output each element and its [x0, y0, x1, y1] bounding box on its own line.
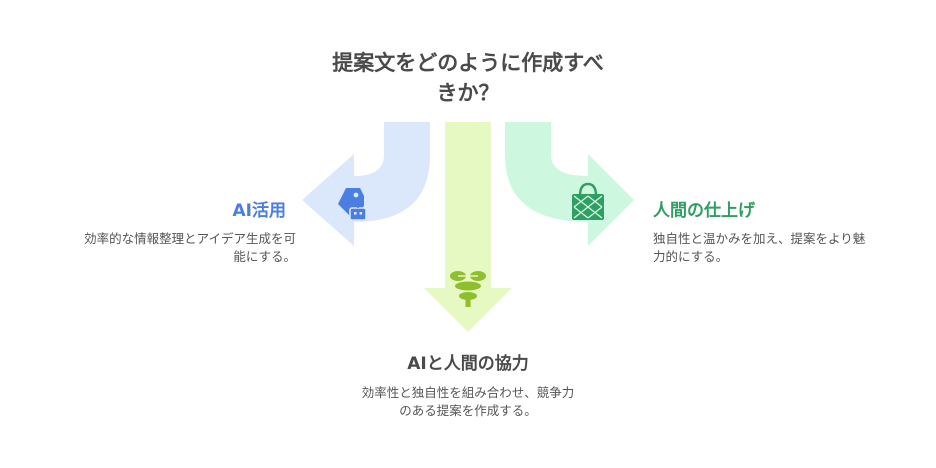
human-finish-heading: 人間の仕上げ	[653, 201, 755, 221]
ai-human-collab-description-line-2: のある提案を作成する。	[399, 403, 537, 418]
page-title: 提案文をどのように作成すべ きか？	[290, 48, 646, 108]
ai-usage-heading: AI活用	[232, 201, 286, 221]
right-curved-arrow	[505, 122, 634, 246]
title-line-1: 提案文をどのように作成すべ	[332, 51, 604, 75]
robot-tag-icon	[338, 188, 367, 221]
human-finish-description: 独自性と温かみを加え、提案をより魅 力的にする。	[653, 230, 923, 266]
ai-human-collab-description: 効率性と独自性を組み合わせ、競争力 のある提案を作成する。	[0, 384, 936, 420]
ai-human-collab-heading: AIと人間の協力	[407, 354, 529, 374]
left-curved-arrow	[302, 122, 430, 246]
human-finish-description-line-1: 独自性と温かみを加え、提案をより魅	[653, 231, 866, 246]
handshake-icon	[450, 271, 486, 307]
ai-human-collab-description-line-1: 効率性と独自性を組み合わせ、競争力	[361, 385, 575, 400]
center-down-arrow	[424, 122, 512, 332]
ai-usage-description-line-1: 効率的な情報整理とアイデア生成を可	[84, 231, 296, 246]
title-line-2: きか？	[436, 81, 500, 105]
human-finish-description-line-2: 力的にする。	[653, 249, 729, 264]
ai-usage-description: 効率的な情報整理とアイデア生成を可 能にする。	[20, 230, 296, 266]
basket-icon	[572, 182, 604, 220]
ai-usage-description-line-2: 能にする。	[233, 249, 296, 264]
